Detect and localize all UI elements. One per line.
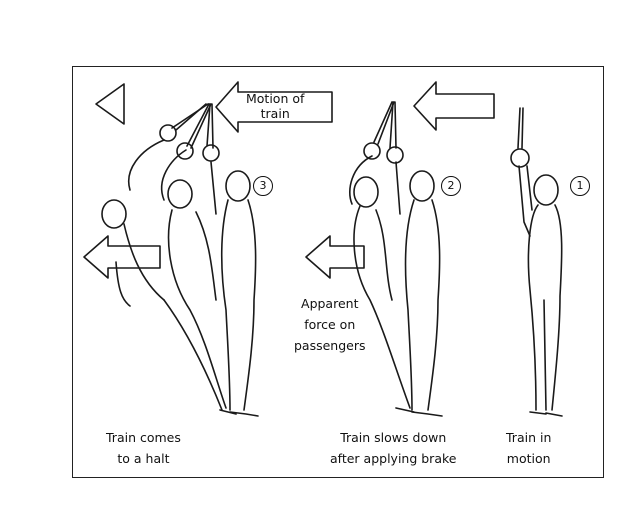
- stage2-hand-straps: [363, 101, 404, 164]
- caption-halt: Train comes to a halt: [106, 430, 181, 466]
- stage1-passenger: [518, 165, 563, 417]
- diagram-frame: [72, 66, 604, 478]
- stage2-motion-arrow: [413, 81, 495, 131]
- stage3-force-arrow: [83, 235, 161, 279]
- apparent-force-label: Apparent force on passengers: [294, 296, 366, 353]
- caption-braking: Train slows down after applying brake: [330, 430, 457, 466]
- stage2-number-badge: 2: [441, 176, 461, 196]
- caption-moving: Train in motion: [506, 430, 552, 466]
- stage1-hand-strap: [510, 107, 530, 168]
- stage2-force-arrow: [305, 235, 365, 279]
- stage3-hand-straps: [159, 103, 220, 162]
- stage3-number-badge: 3: [253, 176, 273, 196]
- stage3-passengers: [101, 139, 259, 417]
- stage2-passengers: [348, 155, 443, 417]
- stage1-number-badge: 1: [570, 176, 590, 196]
- motion-of-train-arrow: [215, 81, 333, 133]
- back-triangle-icon: [95, 83, 125, 125]
- motion-of-train-label: Motion of train: [246, 91, 305, 121]
